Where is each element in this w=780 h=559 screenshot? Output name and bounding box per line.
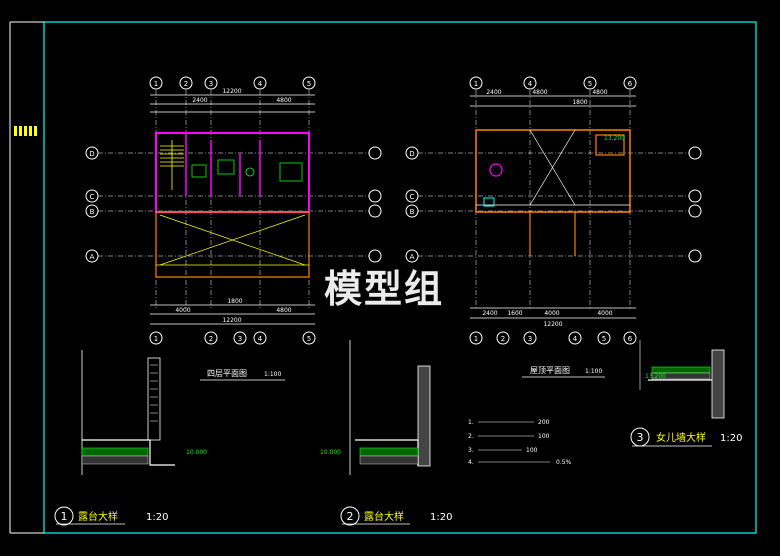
roof-axis-bottom-1: 1 <box>474 335 478 343</box>
roof-axis-bottom-2: 2 <box>501 335 505 343</box>
axis-top-1: 1 <box>154 80 158 88</box>
note-1-value: 200 <box>538 419 550 426</box>
dim-bottom-seg-3: 4800 <box>276 307 291 314</box>
axis-bubbles-top <box>149 76 316 90</box>
roof-plan-title: 屋顶平面图 <box>530 366 570 375</box>
roof-axis-bottom-6: 6 <box>628 335 633 343</box>
roof-dim-bottom-3: 4000 <box>544 310 559 317</box>
detail-2-number: 2 <box>347 510 354 523</box>
roof-axis-top-3: 5 <box>588 80 592 88</box>
note-4-index: 4. <box>468 459 474 466</box>
lower-room-outline <box>155 211 310 278</box>
axis-top-5: 5 <box>307 80 311 88</box>
detail-1-elevation: 10.000 <box>186 449 207 456</box>
title-strip-marks <box>14 126 37 136</box>
dim-bottom-seg-1: 4000 <box>175 307 190 314</box>
axis-bottom-5: 5 <box>307 335 311 343</box>
roof-plan: 1 4 5 6 2400 4800 4800 1800 <box>405 76 702 378</box>
note-2-index: 2. <box>468 433 474 440</box>
axis-side-a: A <box>90 253 95 261</box>
axis-side-b: B <box>90 208 95 216</box>
note-3-index: 3. <box>468 447 474 454</box>
axis-top-4: 4 <box>258 80 263 88</box>
dim-bottom-total: 12200 <box>222 317 241 324</box>
roof-axis-top-4: 6 <box>628 80 633 88</box>
roof-elevation: 13.200 <box>604 135 625 142</box>
axis-bottom-2: 2 <box>209 335 213 343</box>
general-notes: 1. 2. 3. 4. 200 100 100 0.5% <box>468 419 572 466</box>
roof-dim-top-1: 2400 <box>486 89 501 96</box>
roof-axis-top-1: 1 <box>474 80 478 88</box>
dim-bottom-seg-2: 1800 <box>227 298 242 305</box>
roof-plan-scale: 1:100 <box>585 368 602 375</box>
roof-dim-bottom-2: 1600 <box>507 310 522 317</box>
roof-axis-side-b: B <box>410 208 415 216</box>
axis-bottom-3: 3 <box>238 335 242 343</box>
detail-1-title: 露台大样 <box>78 510 118 523</box>
note-3-value: 100 <box>526 447 538 454</box>
roof-axis-side-a: A <box>410 253 415 261</box>
roof-dim-top-4: 1800 <box>572 99 587 106</box>
fourth-floor-scale: 1:100 <box>264 371 281 378</box>
axis-side-d: D <box>89 150 94 158</box>
roof-axis-top-2: 4 <box>528 80 533 88</box>
fourth-floor-title: 四层平面图 <box>207 369 247 378</box>
detail-3: 13.200 3 女儿墙大样 1:20 <box>630 340 742 447</box>
roof-dim-bottom-1: 2400 <box>482 310 497 317</box>
roof-axis-bottom-3: 3 <box>528 335 532 343</box>
detail-3-scale: 1:20 <box>720 433 742 444</box>
dim-top-seg-1: 2400 <box>192 97 207 104</box>
detail-2-title: 露台大样 <box>364 510 404 523</box>
upper-wall-outline <box>155 132 310 213</box>
note-1-index: 1. <box>468 419 474 426</box>
watermark-text: 模型组 <box>324 267 445 311</box>
detail-2-elevation: 10.000 <box>320 449 341 456</box>
roof-dim-bottom-total: 12200 <box>543 321 562 328</box>
detail-2-scale: 1:20 <box>430 512 452 523</box>
dim-top-total: 12200 <box>222 88 241 95</box>
note-4-value: 0.5% <box>556 459 572 466</box>
detail-3-number: 3 <box>637 431 644 444</box>
roof-dim-bottom-4: 4000 <box>597 310 612 317</box>
roof-axis-bottom-5: 5 <box>602 335 606 343</box>
note-2-value: 100 <box>538 433 550 440</box>
roof-dim-top-2: 4800 <box>532 89 547 96</box>
axis-side-c: C <box>90 193 95 201</box>
axis-top-2: 2 <box>184 80 188 88</box>
detail-1: 10.000 1 露台大样 1:20 <box>54 350 207 526</box>
dim-top-seg-2: 4800 <box>276 97 291 104</box>
roof-axis-bottom-4: 4 <box>573 335 578 343</box>
axis-bottom-4: 4 <box>258 335 263 343</box>
roof-parapet-outline <box>475 129 631 213</box>
roof-dim-top-3: 4800 <box>592 89 607 96</box>
roof-axis-side-c: C <box>410 193 415 201</box>
axis-top-3: 3 <box>209 80 213 88</box>
detail-2: 10.000 2 露台大样 1:20 <box>320 340 452 526</box>
sheet-border <box>43 21 757 534</box>
detail-3-elevation: 13.200 <box>645 373 666 380</box>
axis-bottom-1: 1 <box>154 335 158 343</box>
roof-axis-side-d: D <box>409 150 414 158</box>
detail-1-scale: 1:20 <box>146 512 168 523</box>
detail-3-title: 女儿墙大样 <box>656 431 706 444</box>
fourth-floor-plan: 1 2 3 4 5 12200 2400 4800 <box>85 76 382 381</box>
detail-1-number: 1 <box>61 510 68 523</box>
